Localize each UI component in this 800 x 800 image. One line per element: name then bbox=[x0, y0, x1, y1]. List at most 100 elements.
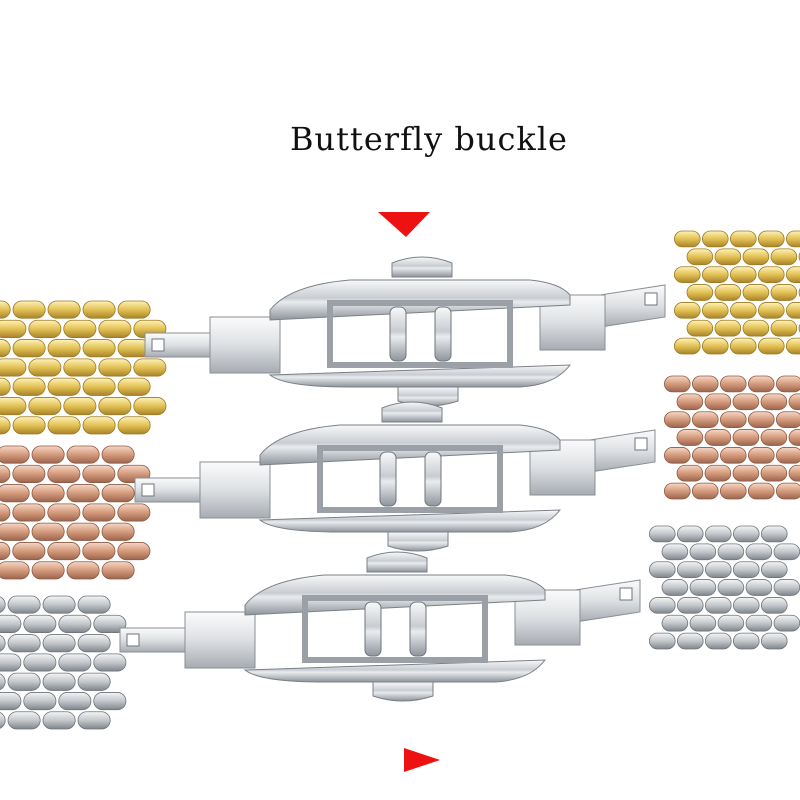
spring-bar bbox=[424, 451, 442, 507]
link bbox=[0, 614, 22, 633]
link bbox=[773, 543, 800, 561]
butterfly-clasp bbox=[134, 401, 656, 552]
link bbox=[689, 579, 717, 596]
link bbox=[705, 561, 732, 578]
link bbox=[31, 445, 65, 464]
link bbox=[733, 597, 760, 614]
tab-hole bbox=[141, 483, 155, 497]
link bbox=[47, 339, 81, 358]
link bbox=[101, 522, 135, 541]
link bbox=[47, 464, 81, 483]
link bbox=[0, 300, 11, 319]
end-tab-right bbox=[574, 579, 641, 623]
link bbox=[47, 542, 81, 561]
link bbox=[66, 522, 100, 541]
link bbox=[689, 614, 717, 632]
link bbox=[689, 543, 717, 561]
link bbox=[93, 653, 127, 672]
link bbox=[760, 393, 788, 411]
center-frame bbox=[302, 595, 488, 663]
link bbox=[42, 672, 76, 691]
link bbox=[770, 319, 798, 337]
link bbox=[0, 464, 11, 483]
link bbox=[676, 464, 704, 482]
link bbox=[117, 542, 151, 561]
link bbox=[733, 525, 760, 543]
link bbox=[7, 634, 41, 653]
spring-bar bbox=[389, 306, 407, 362]
spring-bar bbox=[434, 306, 452, 362]
link bbox=[12, 339, 46, 358]
tab-hole bbox=[151, 338, 165, 352]
link bbox=[733, 632, 760, 650]
link bbox=[748, 411, 775, 428]
link bbox=[117, 300, 151, 319]
link bbox=[31, 561, 65, 580]
link bbox=[0, 503, 11, 522]
link bbox=[0, 653, 22, 672]
link bbox=[101, 445, 135, 464]
end-tab-right bbox=[589, 429, 656, 473]
link bbox=[742, 319, 770, 337]
push-button-top bbox=[381, 401, 443, 423]
link bbox=[649, 632, 676, 650]
link bbox=[705, 597, 732, 614]
link bbox=[758, 266, 785, 283]
link bbox=[0, 522, 30, 541]
link bbox=[664, 447, 691, 464]
link bbox=[28, 319, 62, 338]
link bbox=[101, 484, 135, 503]
link bbox=[717, 614, 745, 632]
link bbox=[720, 482, 747, 500]
link bbox=[776, 482, 800, 500]
link bbox=[788, 393, 800, 411]
link bbox=[758, 230, 785, 248]
link bbox=[758, 337, 785, 355]
push-button-top bbox=[366, 551, 428, 573]
link bbox=[717, 543, 745, 561]
link bbox=[720, 375, 747, 393]
link bbox=[63, 319, 97, 338]
link bbox=[133, 358, 167, 377]
link bbox=[649, 597, 676, 614]
link bbox=[730, 302, 757, 319]
link bbox=[674, 266, 701, 283]
link bbox=[82, 339, 116, 358]
tab-hole bbox=[634, 437, 648, 451]
link bbox=[677, 525, 704, 543]
side-plate-left bbox=[199, 461, 271, 519]
link bbox=[730, 337, 757, 355]
link bbox=[758, 302, 785, 319]
link bbox=[770, 284, 798, 301]
link bbox=[7, 711, 41, 730]
bracelet-links-left bbox=[0, 595, 127, 730]
link bbox=[0, 634, 6, 652]
link bbox=[649, 525, 676, 543]
link bbox=[748, 447, 775, 464]
link bbox=[786, 230, 800, 248]
link bbox=[82, 377, 116, 396]
tab-hole bbox=[644, 292, 658, 306]
link bbox=[661, 614, 689, 632]
link bbox=[702, 230, 729, 248]
wing-bottom bbox=[268, 364, 572, 388]
link bbox=[0, 377, 11, 396]
link bbox=[82, 416, 116, 435]
wing-bottom bbox=[243, 659, 547, 683]
link bbox=[12, 377, 46, 396]
link bbox=[7, 672, 41, 691]
tab-hole bbox=[126, 633, 140, 647]
link bbox=[702, 302, 729, 319]
link bbox=[0, 712, 6, 729]
link bbox=[23, 692, 57, 711]
link bbox=[63, 397, 97, 416]
link bbox=[133, 397, 167, 416]
link bbox=[0, 692, 22, 711]
link bbox=[0, 397, 27, 416]
link bbox=[82, 300, 116, 319]
link bbox=[12, 416, 46, 435]
link bbox=[788, 464, 800, 482]
link bbox=[760, 429, 788, 446]
link bbox=[58, 614, 92, 633]
